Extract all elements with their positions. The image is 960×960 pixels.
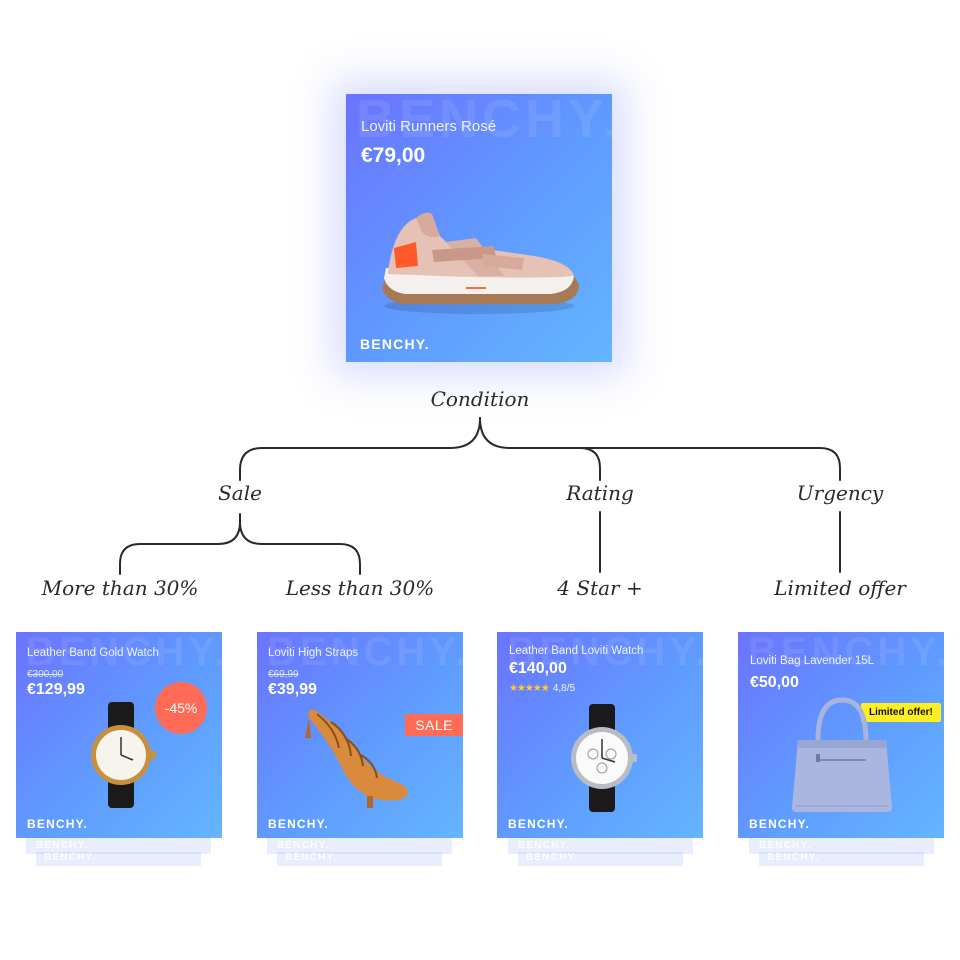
rating-row: ★★★★★ 4,8/5	[509, 683, 575, 694]
brand-logo: BENCHY.	[749, 817, 811, 831]
product-price: €129,99	[27, 681, 85, 698]
star-rating-icon: ★★★★★	[509, 683, 550, 694]
sale-badge: SALE	[405, 714, 463, 736]
stacked-card-shadow: BENCHY.	[36, 852, 201, 866]
node-limited-offer: Limited offer	[774, 576, 906, 600]
product-card-loviti-watch[interactable]: BENCHY. Leather Band Loviti Watch €140,0…	[497, 632, 703, 838]
stacked-card-shadow: BENCHY.	[759, 852, 924, 866]
brand-watermark: BENCHY.	[748, 632, 944, 674]
product-title: Loviti Runners Rosé	[361, 118, 497, 135]
connector-less-than-30	[239, 521, 361, 575]
node-4-star: 4 Star +	[557, 576, 643, 600]
old-price: €69,99	[268, 669, 299, 680]
node-condition: Condition	[430, 387, 530, 411]
stacked-card-shadow: BENCHY.	[518, 852, 683, 866]
gold-watch-image	[91, 702, 156, 808]
stacked-card-shadow: BENCHY.	[749, 838, 934, 854]
connector-urgency	[509, 447, 841, 481]
product-card-high-straps[interactable]: BENCHY. Loviti High Straps €69,99 €39,99…	[257, 632, 463, 838]
product-title: Loviti High Straps	[268, 647, 359, 659]
strap-shoe-image	[305, 709, 408, 808]
limited-offer-badge: Limited offer!	[861, 703, 941, 722]
product-price: €79,00	[361, 144, 426, 167]
stacked-card-shadow: BENCHY.	[508, 838, 693, 854]
product-price: €50,00	[750, 674, 799, 691]
discount-badge: -45%	[155, 682, 207, 734]
product-card-bag-lavender[interactable]: BENCHY. Loviti Bag Lavender 15L €50,00 L…	[738, 632, 944, 838]
brand-logo: BENCHY.	[360, 336, 430, 352]
product-card-gold-watch[interactable]: BENCHY. Leather Band Gold Watch €300,00 …	[16, 632, 222, 838]
stacked-card-shadow: BENCHY.	[267, 838, 452, 854]
node-rating: Rating	[566, 481, 634, 505]
product-price: €140,00	[509, 660, 567, 677]
stacked-card-shadow: BENCHY.	[26, 838, 211, 854]
brand-logo: BENCHY.	[27, 817, 89, 831]
old-price: €300,00	[27, 669, 64, 680]
product-price: €39,99	[268, 681, 317, 698]
stacked-card-shadow: BENCHY.	[277, 852, 442, 866]
node-more-than-30: More than 30%	[41, 576, 199, 600]
connector-sale	[239, 417, 481, 481]
product-title: Leather Band Loviti Watch	[509, 645, 644, 657]
node-less-than-30: Less than 30%	[285, 576, 435, 600]
silver-watch-image	[571, 704, 637, 812]
brand-watermark: BENCHY.	[507, 632, 703, 674]
sneaker-image	[382, 212, 579, 314]
product-title: Leather Band Gold Watch	[27, 647, 159, 659]
brand-logo: BENCHY.	[268, 817, 330, 831]
main-product-card[interactable]: BENCHY. Loviti Runners Rosé €79,00 BENCH…	[346, 94, 612, 362]
brand-watermark: BENCHY.	[267, 632, 463, 674]
handbag-image	[792, 697, 892, 812]
product-title: Loviti Bag Lavender 15L	[750, 655, 875, 667]
node-urgency: Urgency	[796, 481, 884, 505]
connector-more-than-30	[119, 513, 241, 575]
brand-logo: BENCHY.	[508, 817, 570, 831]
brand-watermark: BENCHY.	[26, 632, 222, 674]
node-sale: Sale	[218, 481, 262, 505]
brand-watermark: BENCHY.	[356, 94, 612, 149]
rating-value: 4,8/5	[552, 683, 576, 694]
